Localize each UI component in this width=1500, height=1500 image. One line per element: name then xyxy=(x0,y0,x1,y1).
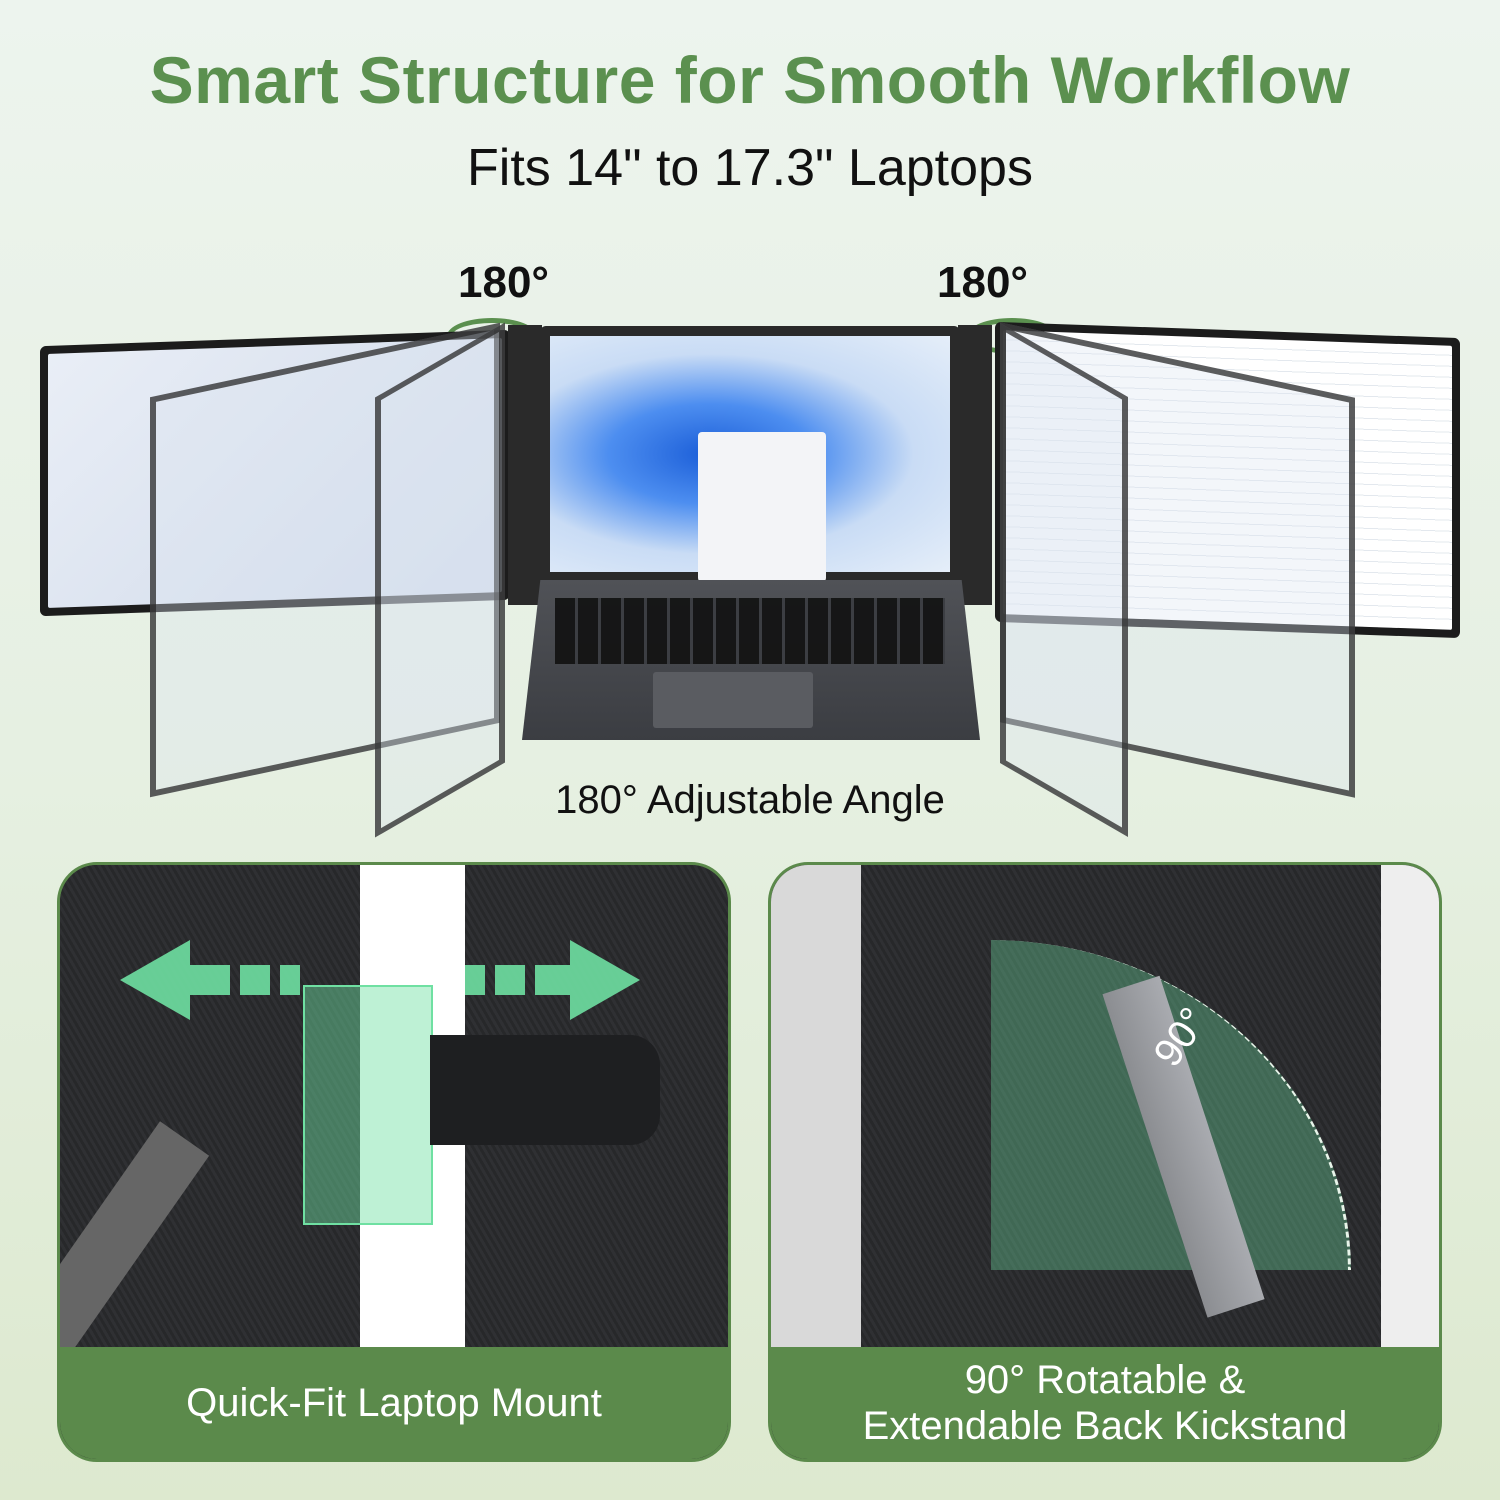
feature-card-laptop-mount: Quick-Fit Laptop Mount xyxy=(57,862,731,1462)
start-menu xyxy=(698,432,826,582)
mount-photo xyxy=(60,865,728,1369)
laptop-screen xyxy=(540,326,960,582)
angle-caption: 180° Adjustable Angle xyxy=(555,778,945,822)
left-monitor-ghost-position xyxy=(375,322,505,838)
feature-caption-band: 90° Rotatable & Extendable Back Kickstan… xyxy=(771,1347,1439,1459)
page-subtitle: Fits 14" to 17.3" Laptops xyxy=(467,139,1033,197)
right-rotation-label: 180° xyxy=(937,258,1029,307)
feature-card-kickstand: 90° 90° Rotatable & Extendable Back Kick… xyxy=(768,862,1442,1462)
right-hinge xyxy=(958,325,992,605)
page-title: Smart Structure for Smooth Workflow xyxy=(149,43,1351,117)
feature-caption-line1: 90° Rotatable & xyxy=(964,1358,1246,1402)
left-hinge xyxy=(508,325,542,605)
right-monitor-ghost-position xyxy=(1000,323,1128,837)
laptop-keyboard xyxy=(555,598,945,664)
left-rotation-label: 180° xyxy=(458,258,550,307)
feature-caption-line2: Extendable Back Kickstand xyxy=(862,1404,1348,1448)
feature-caption-band: Quick-Fit Laptop Mount xyxy=(60,1347,728,1459)
kickstand-photo: 90° xyxy=(771,865,1439,1353)
laptop-touchpad xyxy=(653,672,813,728)
slide-arrows-icon xyxy=(120,940,640,1020)
feature-caption: Quick-Fit Laptop Mount xyxy=(186,1381,602,1425)
